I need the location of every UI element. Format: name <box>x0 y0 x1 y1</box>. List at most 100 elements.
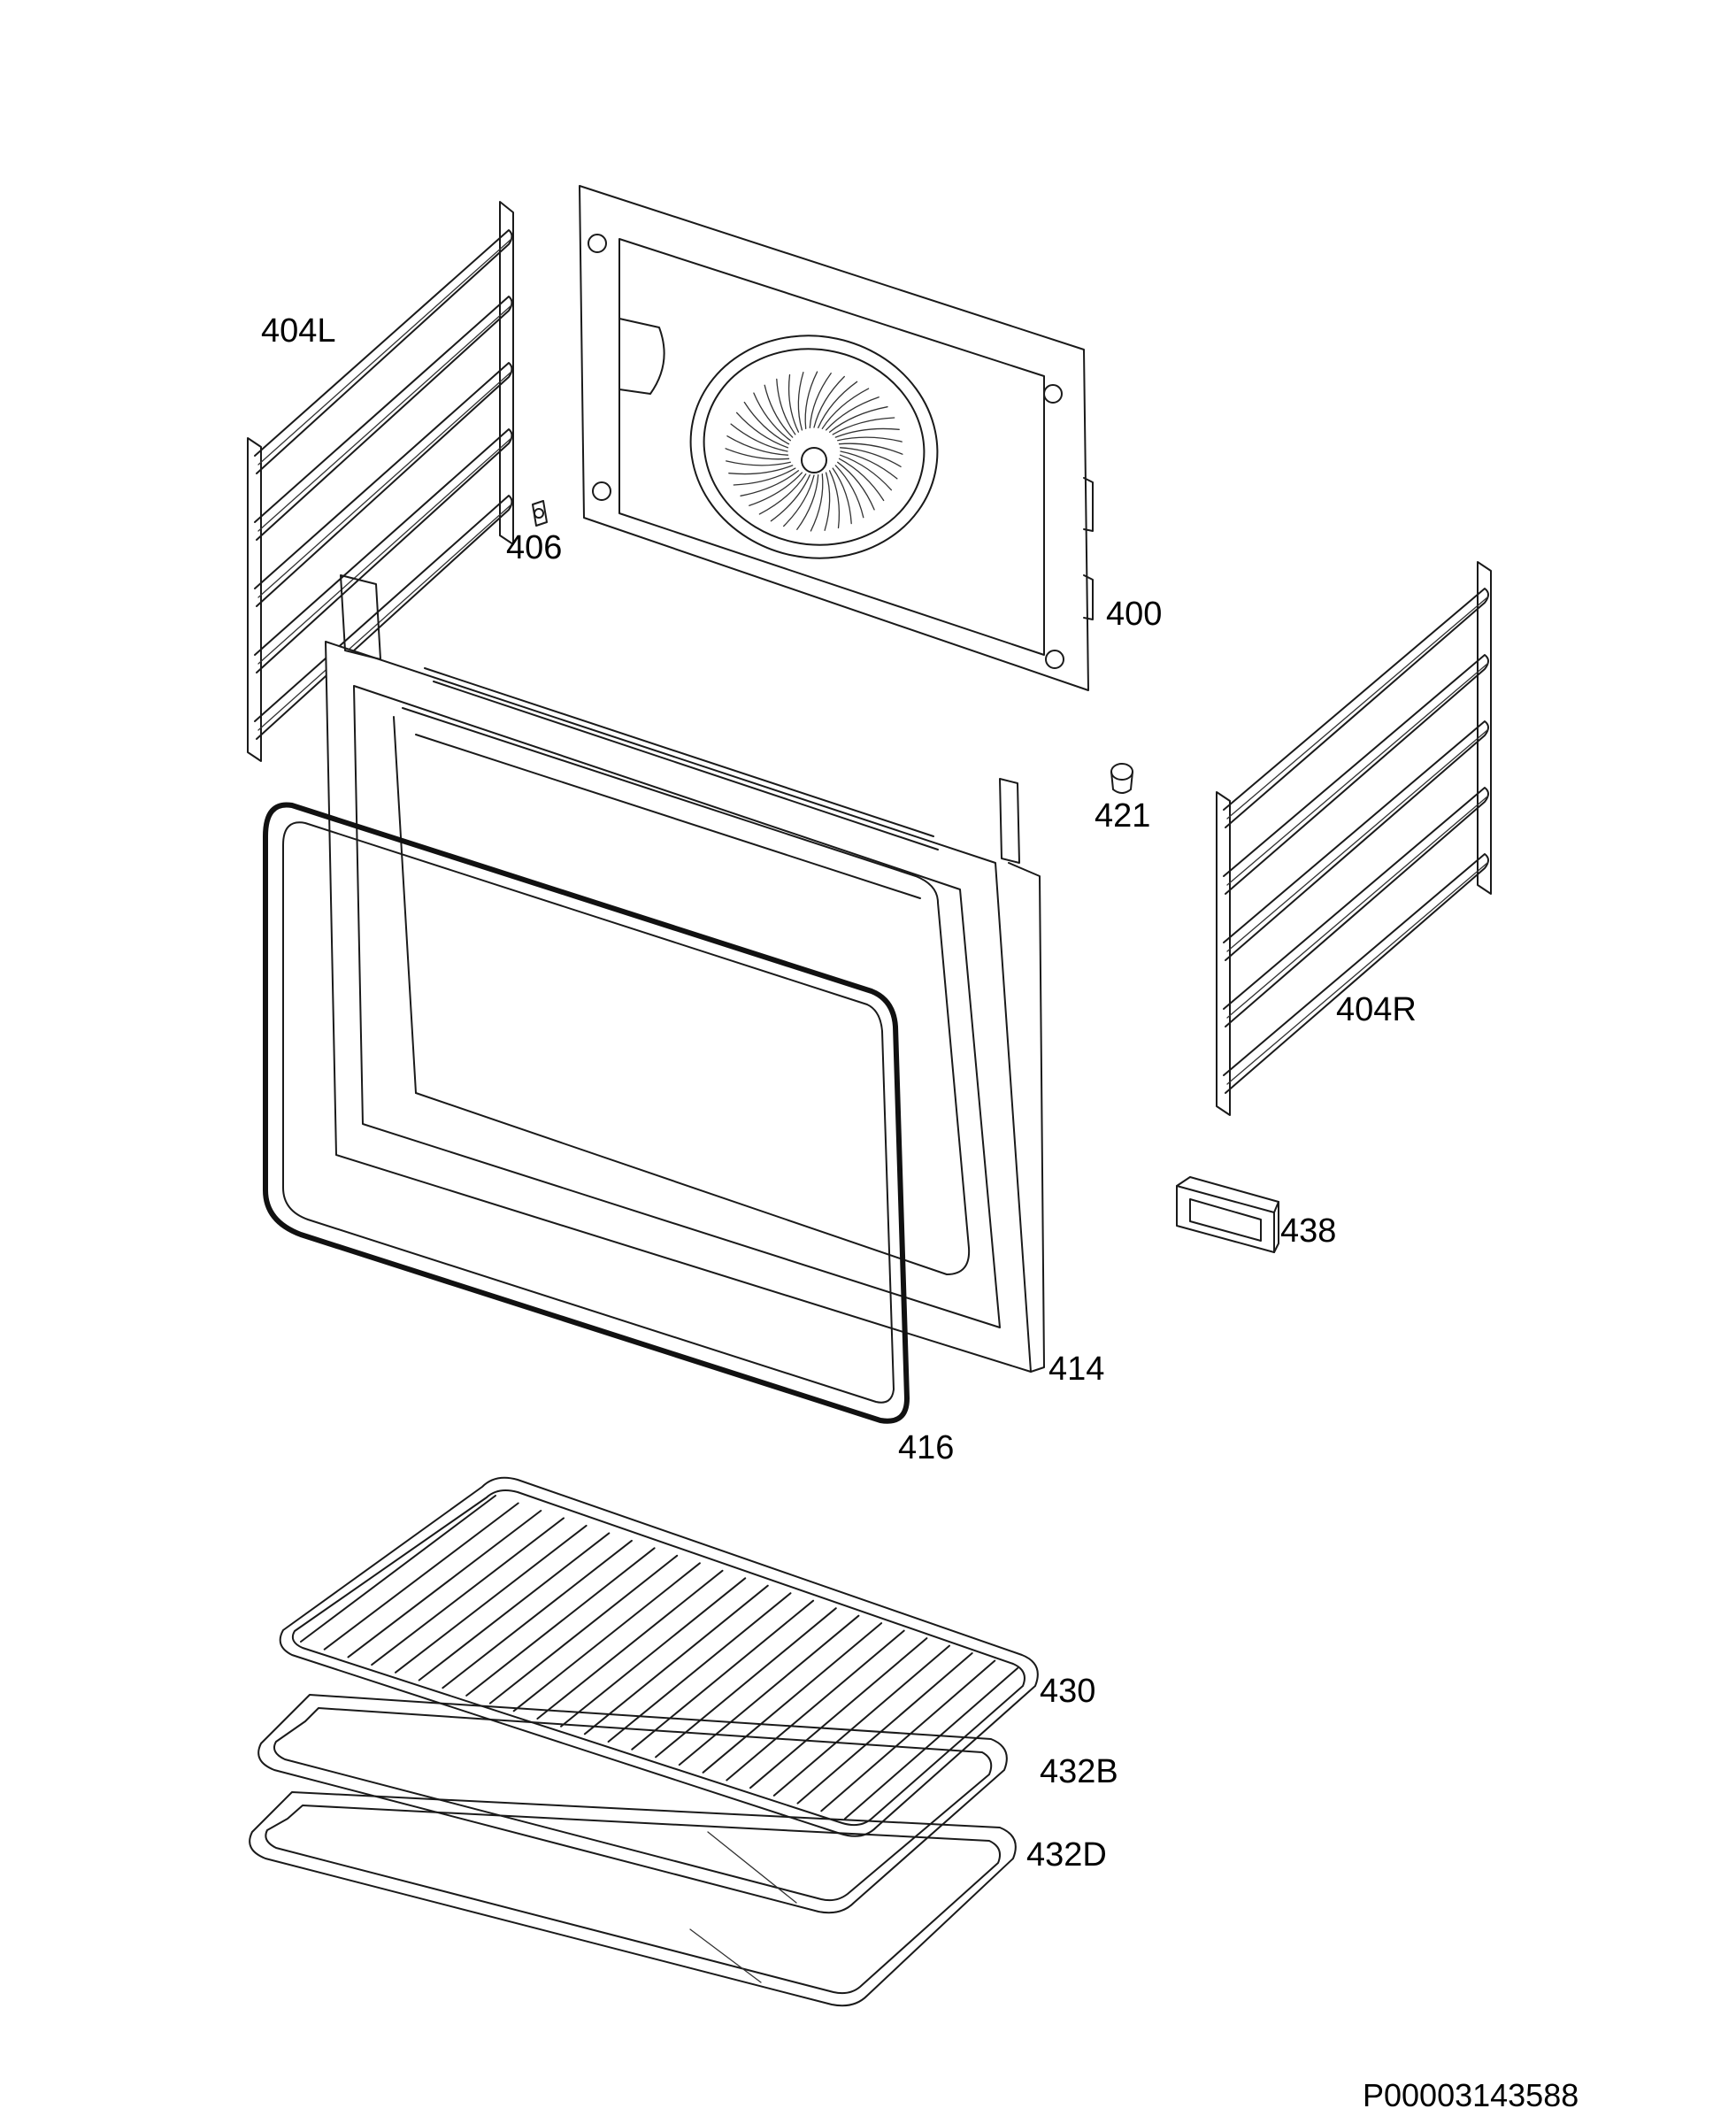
drawing-stroke <box>809 373 832 428</box>
drawing-stroke <box>834 427 900 438</box>
drawing-stroke <box>1223 853 1489 1094</box>
label-432B: 432B <box>1040 1753 1118 1790</box>
drawing-stroke <box>371 1517 565 1666</box>
drawing-stroke <box>254 428 513 673</box>
drawing-stroke <box>1223 787 1489 1027</box>
drawing-stroke <box>257 304 512 532</box>
drawing-stroke <box>844 1667 1018 1820</box>
drawing-stroke <box>828 470 841 529</box>
label-438: 438 <box>1280 1212 1337 1250</box>
part-416-door-seal[interactable] <box>263 802 910 1424</box>
drawing-stroke <box>257 504 512 731</box>
drawing-stroke <box>536 1569 724 1720</box>
part-432B-baking-tray[interactable] <box>257 1694 1008 1914</box>
drawing-stroke <box>254 229 513 474</box>
drawing-stroke <box>796 1652 973 1805</box>
drawing-stroke <box>776 378 796 435</box>
drawing-stroke <box>1226 663 1488 886</box>
drawing-stroke <box>678 1614 860 1766</box>
label-416: 416 <box>898 1429 955 1466</box>
drawing-stroke <box>702 1622 883 1774</box>
drawing-stroke <box>257 238 512 466</box>
drawing-stroke <box>758 473 807 515</box>
drawing-stroke <box>730 423 788 452</box>
drawing-stroke <box>824 472 831 531</box>
drawing-stroke <box>1226 596 1488 820</box>
drawing-stroke <box>254 296 513 541</box>
drawing-stroke <box>560 1577 747 1728</box>
drawing-stroke <box>728 465 794 475</box>
label-432D: 432D <box>1026 1836 1107 1874</box>
drawing-stroke <box>825 396 880 431</box>
label-421: 421 <box>1095 797 1151 835</box>
drawing-stroke <box>783 474 815 527</box>
drawing-stroke <box>837 461 875 511</box>
label-406: 406 <box>506 529 563 566</box>
drawing-stroke <box>810 473 824 532</box>
drawing-stroke <box>631 1599 815 1751</box>
drawing-stroke <box>257 437 512 665</box>
drawing-stroke <box>1223 588 1489 828</box>
drawing-stroke <box>796 474 819 530</box>
drawing-stroke <box>813 375 845 428</box>
part-400-rear-panel[interactable] <box>579 185 1094 691</box>
drawing-stroke <box>395 1524 588 1674</box>
drawing-stroke <box>1226 862 1488 1085</box>
part-430-wire-shelf[interactable] <box>279 1476 1039 1837</box>
drawing-stroke <box>1223 720 1489 961</box>
part-406-clip[interactable] <box>532 500 548 527</box>
drawing-stroke <box>837 436 903 442</box>
part-432D-deep-tray[interactable] <box>249 1791 1017 2007</box>
drawing-stroke <box>820 1659 996 1812</box>
label-404R: 404R <box>1336 991 1417 1028</box>
drawing-stroke <box>257 371 512 598</box>
label-404L: 404L <box>261 312 336 350</box>
drawing-stroke <box>465 1547 656 1697</box>
drawing-stroke <box>821 388 870 429</box>
drawing-stroke <box>828 406 888 433</box>
drawing-stroke <box>772 1644 950 1797</box>
drawing-stroke <box>300 1495 496 1643</box>
part-421-bushing[interactable] <box>1110 763 1133 794</box>
drawing-stroke <box>347 1510 542 1658</box>
drawing-stroke <box>1226 796 1488 1019</box>
drawing-stroke <box>753 392 791 442</box>
drawing-stroke <box>818 381 858 428</box>
drawing-stroke <box>764 384 794 438</box>
drawing-stroke <box>725 448 790 460</box>
label-414: 414 <box>1049 1351 1105 1388</box>
drawing-stroke <box>838 458 885 502</box>
drawing-stroke <box>418 1532 611 1682</box>
label-430: 430 <box>1040 1673 1096 1710</box>
drawing-stroke <box>323 1502 519 1651</box>
drawing-stroke <box>832 417 895 435</box>
drawing-stroke <box>726 460 791 466</box>
drawing-stroke <box>442 1539 633 1689</box>
drawing-stroke <box>797 372 804 431</box>
drawing-stroke <box>770 474 810 522</box>
part-404R-right-shelf-support[interactable] <box>1216 561 1492 1116</box>
drawing-stroke <box>839 447 902 467</box>
drawing-stroke <box>838 442 903 455</box>
drawing-stroke <box>839 454 893 491</box>
drawing-stroke <box>840 450 898 480</box>
drawing-stroke <box>583 1584 769 1735</box>
document-id: P00003143588 <box>1363 2077 1579 2113</box>
drawing-stroke <box>254 495 513 740</box>
drawing-stroke <box>735 412 789 449</box>
part-414-front-frame[interactable] <box>325 574 1045 1373</box>
part-438-lamp-cover[interactable] <box>1176 1176 1279 1253</box>
drawing-stroke <box>740 470 800 496</box>
drawing-stroke <box>1223 654 1489 895</box>
drawing-stroke <box>726 1629 905 1782</box>
drawing-stroke <box>804 371 818 429</box>
drawing-stroke <box>488 1554 679 1705</box>
part-404L-left-shelf-support[interactable] <box>247 201 514 762</box>
label-400: 400 <box>1106 596 1163 633</box>
drawing-stroke <box>787 373 800 433</box>
drawing-stroke <box>254 362 513 607</box>
drawing-stroke <box>726 435 789 456</box>
drawing-stroke <box>749 472 803 506</box>
drawing-stroke <box>512 1562 701 1712</box>
